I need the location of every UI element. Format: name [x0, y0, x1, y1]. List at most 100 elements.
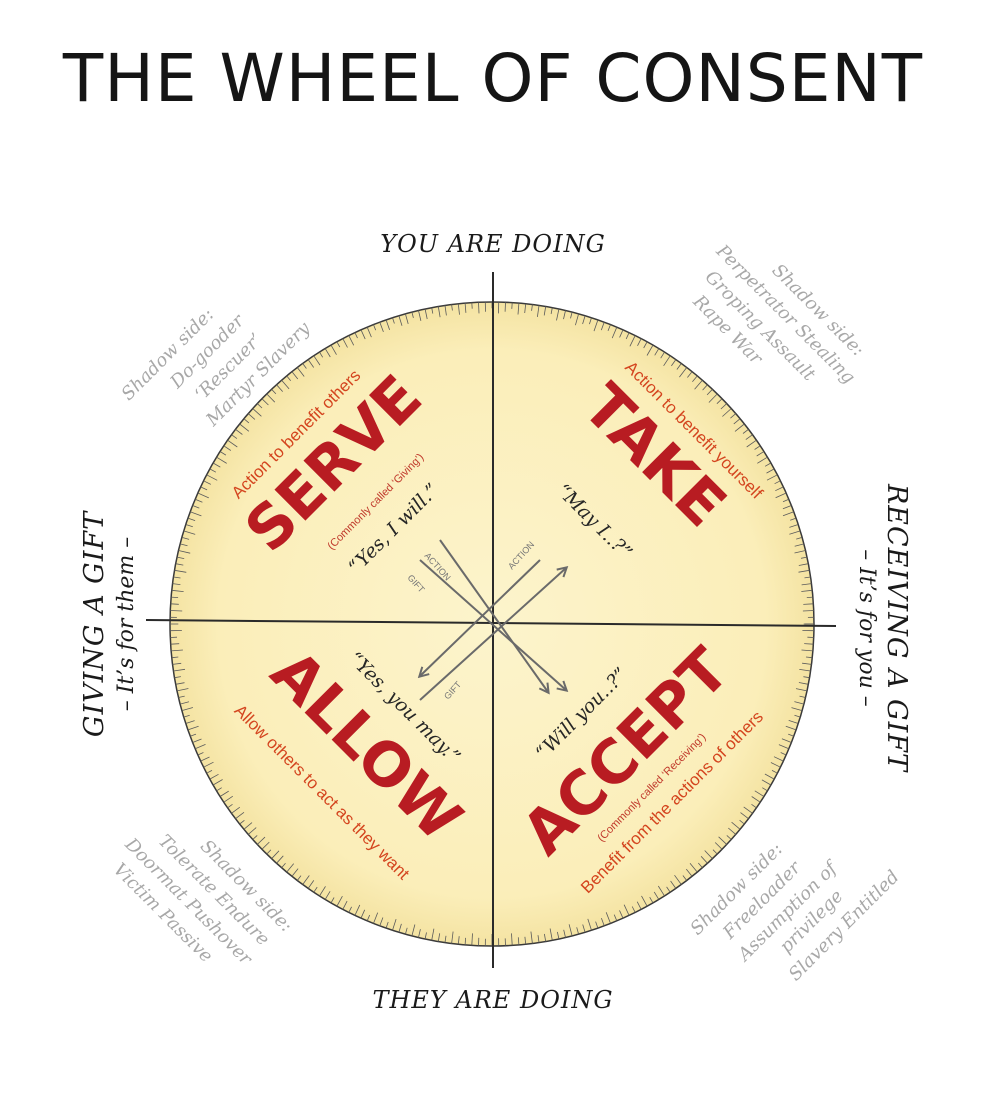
wheel-rim-tick [216, 456, 227, 464]
wheel-rim-tick [801, 589, 813, 592]
wheel-rim-tick [451, 931, 454, 944]
wheel-rim-tick [203, 480, 211, 485]
side-label-right-subtitle: – It’s for you – [854, 549, 879, 707]
wheel-rim-tick [764, 462, 772, 467]
wheel-rim-tick [660, 351, 665, 359]
wheel-rim-tick [319, 351, 324, 358]
wheel-rim-tick [774, 480, 781, 485]
wheel-rim-tick [296, 875, 302, 881]
wheel-rim-tick [187, 725, 199, 731]
wheel-rim-tick [392, 317, 395, 324]
wheel-rim-tick [576, 927, 579, 935]
wheel-rim-tick [718, 836, 727, 845]
wheel-rim-tick [307, 880, 315, 889]
wheel-rim-tick [209, 773, 219, 780]
wheel-rim-tick [676, 363, 682, 370]
wheel-rim-tick [185, 524, 193, 528]
wheel-rim-tick [739, 819, 745, 825]
wheel-rim-tick [398, 923, 402, 933]
wheel-rim-tick [247, 413, 256, 420]
wheel-rim-tick [712, 849, 718, 855]
wheel-rim-tick [170, 643, 180, 645]
wheel-rim-tick [575, 313, 579, 326]
wheel-rim-tick [601, 917, 605, 926]
side-label-left-title: GIVING A GIFT [79, 510, 110, 737]
wheel-rim-tick [257, 403, 263, 409]
wheel-rim-tick [183, 714, 190, 718]
wheel-rim-tick [354, 904, 361, 916]
wheel-rim-tick [587, 918, 592, 931]
shadow-accept: Shadow side: Freeloader Assumption of pr… [686, 839, 903, 986]
wheel-rim-tick [190, 733, 197, 737]
wheel-rim-tick [782, 505, 792, 510]
wheel-rim-tick [296, 367, 305, 377]
wheel-rim-tick [801, 583, 812, 586]
wheel-rim-tick [203, 761, 214, 768]
wheel-rim-tick [631, 906, 636, 913]
wheel-rim-tick [266, 849, 272, 855]
wheel-rim-tick [171, 656, 179, 659]
wheel-rim-tick [706, 389, 713, 396]
wheel-rim-tick [281, 862, 286, 869]
wheel-rim-tick [187, 517, 196, 521]
wheel-rim-tick [192, 505, 200, 509]
wheel-rim-tick [183, 530, 196, 535]
wheel-rim-tick [782, 498, 789, 503]
wheel-rim-tick [619, 910, 624, 919]
wheel-rim-tick [176, 688, 189, 692]
wheel-rim-tick [291, 371, 299, 380]
wheel-rim-tick [720, 403, 727, 410]
wheel-rim-tick [437, 933, 441, 942]
gift-arrow-serve [439, 539, 548, 692]
wheel-rim-tick [740, 812, 749, 820]
wheel-rim-tick [728, 827, 737, 835]
wheel-rim-tick [192, 738, 202, 743]
wheel-rim-tick [231, 434, 238, 439]
wheel-rim-tick [805, 656, 813, 659]
wheel-rim-tick [431, 307, 434, 314]
wheel-rim-tick [607, 324, 611, 332]
wheel-rim-tick [418, 310, 422, 321]
wheel-rim-tick [637, 338, 642, 346]
wheel-rim-tick [324, 891, 331, 900]
wheel-rim-tick [700, 856, 708, 864]
wheel-rim-tick [791, 707, 803, 711]
wheel-rim-tick [266, 393, 276, 403]
wheel-rim-tick [694, 379, 703, 390]
wheel-rim-tick [173, 668, 186, 672]
wheel-rim-tick [756, 451, 765, 457]
side-label-right-title: RECEIVING A GIFT [881, 483, 912, 773]
wheel-rim-tick [197, 492, 209, 499]
wheel-rim-tick [742, 428, 749, 434]
wheel-rim-tick [170, 603, 179, 605]
wheel-rim-tick [766, 474, 778, 481]
wheel-rim-tick [722, 408, 732, 417]
wheel-rim-tick [302, 363, 307, 369]
wheel-rim-tick [782, 511, 794, 517]
wheel-rim-tick [200, 756, 210, 762]
wheel-rim-tick [257, 836, 266, 845]
wheel-rim-tick [743, 806, 753, 814]
wheel-rim-tick [788, 733, 794, 737]
wheel-rim-tick [600, 322, 605, 331]
wheel-rim-tick [790, 517, 797, 521]
wheel-rim-tick [799, 695, 806, 698]
wheel-rim-tick [173, 576, 181, 579]
wheel-rim-tick [654, 348, 660, 356]
wheel-rim-tick [582, 924, 586, 933]
wheel-rim-tick [517, 303, 520, 315]
wheel-rim-tick [780, 752, 787, 756]
wheel-rim-tick [313, 355, 321, 366]
wheel-rim-tick [178, 550, 191, 554]
wheel-rim-tick [227, 439, 238, 448]
wheel-rim-tick [313, 886, 318, 893]
wheel-rim-tick [734, 423, 745, 432]
wheel-rim-tick [195, 744, 206, 750]
wheel-rim-tick [185, 720, 195, 724]
wheel-rim-tick [392, 918, 397, 931]
wheel-rim-tick [172, 583, 181, 585]
wheel-rim-tick [302, 875, 310, 885]
wheel-rim-tick [794, 701, 805, 705]
wheel-rim-tick [171, 589, 184, 592]
